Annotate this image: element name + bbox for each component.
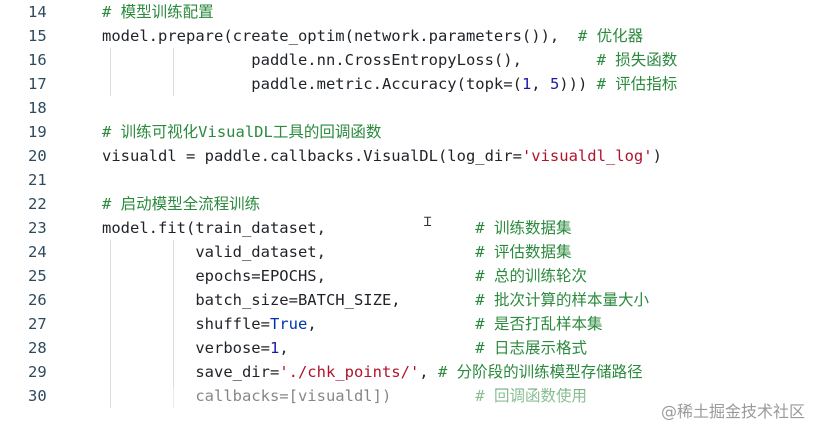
- code-line[interactable]: 29 save_dir='./chk_points/', # 分阶段的训练模型存…: [0, 360, 817, 384]
- line-number: 15: [28, 27, 47, 45]
- token-comment: # 回调函数使用: [475, 387, 587, 405]
- token-comment: # 损失函数: [596, 51, 678, 69]
- line-number: 20: [28, 147, 47, 165]
- token: model.prepare(create_optim(network.param…: [102, 27, 578, 45]
- line-number: 28: [28, 339, 47, 357]
- token-comment: # 训练数据集: [475, 219, 572, 237]
- token: batch_size=BATCH_SIZE,: [102, 291, 476, 309]
- code-text: model.fit(train_dataset, # 训练数据集: [102, 216, 571, 240]
- code-text: visualdl = paddle.callbacks.VisualDL(log…: [102, 144, 662, 168]
- token-comment: # 是否打乱样本集: [475, 315, 603, 333]
- indent-guide: [173, 48, 174, 96]
- code-line[interactable]: 17 paddle.metric.Accuracy(topk=(1, 5))) …: [0, 72, 817, 96]
- token-comment: # 总的训练轮次: [475, 267, 587, 285]
- token: ,: [279, 339, 476, 357]
- token-number: 1: [521, 75, 532, 93]
- token-comment: # 评估指标: [596, 75, 678, 93]
- code-line[interactable]: 22 # 启动模型全流程训练: [0, 192, 817, 216]
- token: ,: [531, 75, 550, 93]
- token: save_dir=: [102, 363, 280, 381]
- token-number: 1: [269, 339, 280, 357]
- blurred-region: [140, 388, 600, 418]
- code-line[interactable]: 25 epochs=EPOCHS, # 总的训练轮次: [0, 264, 817, 288]
- code-line[interactable]: 16 paddle.nn.CrossEntropyLoss(), # 损失函数: [0, 48, 817, 72]
- code-line[interactable]: 21: [0, 168, 817, 192]
- code-line[interactable]: 18: [0, 96, 817, 120]
- token: ,: [307, 315, 476, 333]
- code-line[interactable]: 23 model.fit(train_dataset, # 训练数据集: [0, 216, 817, 240]
- code-text: verbose=1, # 日志展示格式: [102, 336, 587, 360]
- token: ): [652, 147, 662, 165]
- line-number: 17: [28, 75, 47, 93]
- code-text: save_dir='./chk_points/', # 分阶段的训练模型存储路径: [102, 360, 643, 384]
- token-comment: # 分阶段的训练模型存储路径: [437, 363, 643, 381]
- token: verbose=: [102, 339, 270, 357]
- code-text: shuffle=True, # 是否打乱样本集: [102, 312, 602, 336]
- token: paddle.metric.Accuracy(topk=(: [102, 75, 522, 93]
- token: shuffle=: [102, 315, 270, 333]
- token: visualdl = paddle.callbacks.VisualDL(log…: [102, 147, 522, 165]
- code-line[interactable]: 20 visualdl = paddle.callbacks.VisualDL(l…: [0, 144, 817, 168]
- code-text: paddle.metric.Accuracy(topk=(1, 5))) # 评…: [102, 72, 677, 96]
- code-text: # 启动模型全流程训练: [102, 192, 260, 216]
- line-number: 29: [28, 363, 47, 381]
- line-number: 14: [28, 3, 47, 21]
- indent-guide: [173, 240, 174, 408]
- code-text: # 训练可视化VisualDL工具的回调函数: [102, 120, 381, 144]
- token: ,: [419, 363, 438, 381]
- token: model.fit(train_dataset,: [102, 219, 476, 237]
- code-text: epochs=EPOCHS, # 总的训练轮次: [102, 264, 587, 288]
- token: callbacks=[visualdl]): [102, 387, 476, 405]
- token-comment: # 批次计算的样本量大小: [475, 291, 649, 309]
- token: valid_dataset,: [102, 243, 476, 261]
- line-number: 21: [28, 171, 47, 189]
- line-number: 24: [28, 243, 47, 261]
- code-line[interactable]: 28 verbose=1, # 日志展示格式: [0, 336, 817, 360]
- line-number: 27: [28, 315, 47, 333]
- token-string: 'visualdl_log': [521, 147, 653, 165]
- line-number: 26: [28, 291, 47, 309]
- token-string: './chk_points/': [279, 363, 420, 381]
- code-line[interactable]: 24 valid_dataset, # 评估数据集: [0, 240, 817, 264]
- token-keyword: True: [269, 315, 308, 333]
- token-comment: # 模型训练配置: [102, 3, 214, 21]
- indent-guide: [110, 240, 111, 408]
- code-line[interactable]: 19 # 训练可视化VisualDL工具的回调函数: [0, 120, 817, 144]
- code-line[interactable]: 26 batch_size=BATCH_SIZE, # 批次计算的样本量大小: [0, 288, 817, 312]
- line-number: 18: [28, 99, 47, 117]
- token: paddle.nn.CrossEntropyLoss(),: [102, 51, 597, 69]
- line-number: 23: [28, 219, 47, 237]
- code-text: callbacks=[visualdl]) # 回调函数使用: [102, 384, 587, 408]
- text-cursor-icon: Ɪ: [424, 215, 432, 230]
- token-comment: # 评估数据集: [475, 243, 572, 261]
- indent-guide: [110, 48, 111, 96]
- token-number: 5: [549, 75, 560, 93]
- token-comment: # 日志展示格式: [475, 339, 587, 357]
- token-comment: # 训练可视化VisualDL工具的回调函数: [102, 123, 382, 141]
- code-line[interactable]: 15 model.prepare(create_optim(network.par…: [0, 24, 817, 48]
- token-comment: # 优化器: [577, 27, 644, 45]
- token-comment: # 启动模型全流程训练: [102, 195, 261, 213]
- code-text: model.prepare(create_optim(network.param…: [102, 24, 643, 48]
- line-number: 19: [28, 123, 47, 141]
- token: ))): [559, 75, 597, 93]
- line-number: 16: [28, 51, 47, 69]
- watermark: @稀土掘金技术社区: [660, 402, 805, 421]
- code-text: batch_size=BATCH_SIZE, # 批次计算的样本量大小: [102, 288, 649, 312]
- line-number: 30: [28, 387, 47, 405]
- code-line[interactable]: 14 # 模型训练配置: [0, 0, 817, 24]
- token: epochs=EPOCHS,: [102, 267, 476, 285]
- line-number: 25: [28, 267, 47, 285]
- code-line[interactable]: 27 shuffle=True, # 是否打乱样本集: [0, 312, 817, 336]
- code-text: # 模型训练配置: [102, 0, 214, 24]
- code-text: paddle.nn.CrossEntropyLoss(), # 损失函数: [102, 48, 677, 72]
- line-number: 22: [28, 195, 47, 213]
- code-text: valid_dataset, # 评估数据集: [102, 240, 571, 264]
- code-line[interactable]: 30 callbacks=[visualdl]) # 回调函数使用: [0, 384, 817, 408]
